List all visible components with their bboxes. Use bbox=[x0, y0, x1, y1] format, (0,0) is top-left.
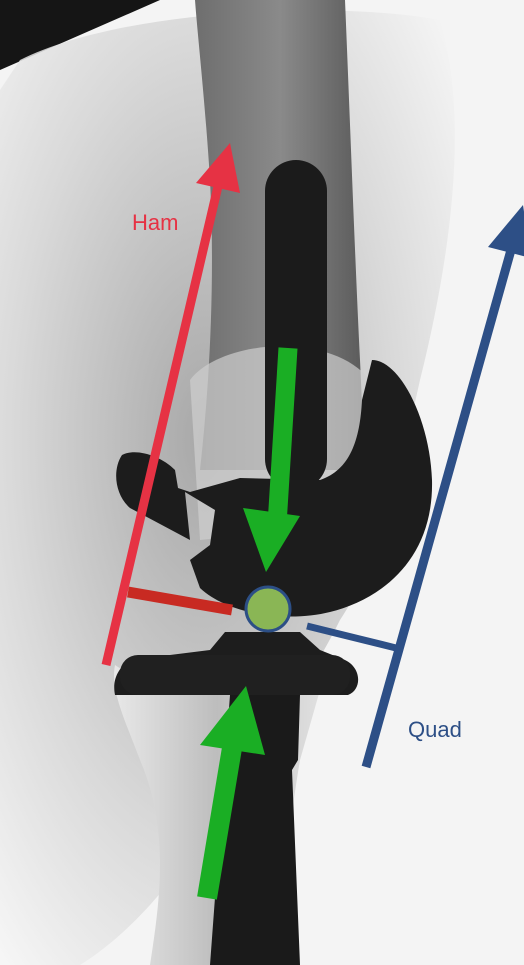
quadriceps-label: Quad bbox=[408, 717, 462, 742]
hamstring-label: Ham bbox=[132, 210, 178, 235]
contact-point bbox=[246, 587, 290, 631]
tibial-tray-implant bbox=[120, 655, 350, 695]
